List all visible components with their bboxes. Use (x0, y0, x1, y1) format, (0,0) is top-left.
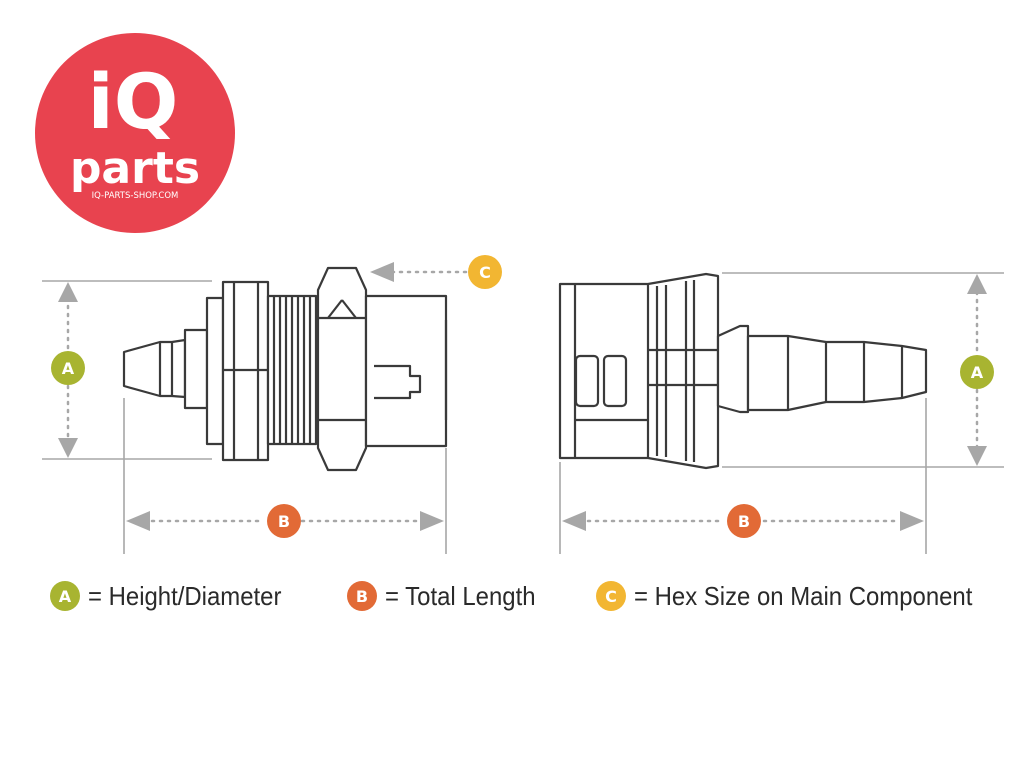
arrow-down-left-a (58, 438, 78, 458)
legend-item-a: A = Height/Diameter (50, 578, 298, 614)
arrow-up-left-a (58, 282, 78, 302)
legend-badge-c: C (596, 581, 626, 611)
arrow-left-c (370, 262, 394, 282)
marker-b-left: B (267, 504, 301, 538)
logo-iq-text: iQ (88, 57, 179, 146)
arrow-left-left-b (126, 511, 150, 531)
dimension-arrowheads (58, 262, 987, 531)
svg-text:B: B (278, 512, 290, 531)
legend-badge-b: B (347, 581, 377, 611)
right-coupling-part (558, 272, 928, 470)
legend-text-a: = Height/Diameter (88, 580, 282, 611)
svg-text:A: A (971, 363, 984, 382)
legend-item-c: C = Hex Size on Main Component (596, 578, 1002, 614)
arrow-right-right-b (900, 511, 924, 531)
legend-item-b: B = Total Length (347, 578, 549, 614)
logo-url-text: IQ-PARTS-SHOP.COM (92, 191, 179, 201)
arrow-up-right-a (967, 274, 987, 294)
iq-parts-logo: iQ parts IQ-PARTS-SHOP.COM (35, 33, 235, 233)
svg-text:A: A (62, 359, 75, 378)
marker-c: C (468, 255, 502, 289)
legend-text-c: = Hex Size on Main Component (634, 580, 973, 611)
arrow-left-right-b (562, 511, 586, 531)
logo-parts-text: parts (70, 143, 200, 194)
legend-text-b: = Total Length (385, 580, 536, 611)
left-coupling-part (122, 266, 448, 472)
marker-a-right: A (960, 355, 994, 389)
arrow-right-left-b (420, 511, 444, 531)
svg-text:C: C (479, 263, 491, 282)
marker-a-left: A (51, 351, 85, 385)
arrow-down-right-a (967, 446, 987, 466)
dimension-lines (42, 270, 1004, 554)
marker-b-right: B (727, 504, 761, 538)
svg-text:B: B (738, 512, 750, 531)
legend-badge-a: A (50, 581, 80, 611)
